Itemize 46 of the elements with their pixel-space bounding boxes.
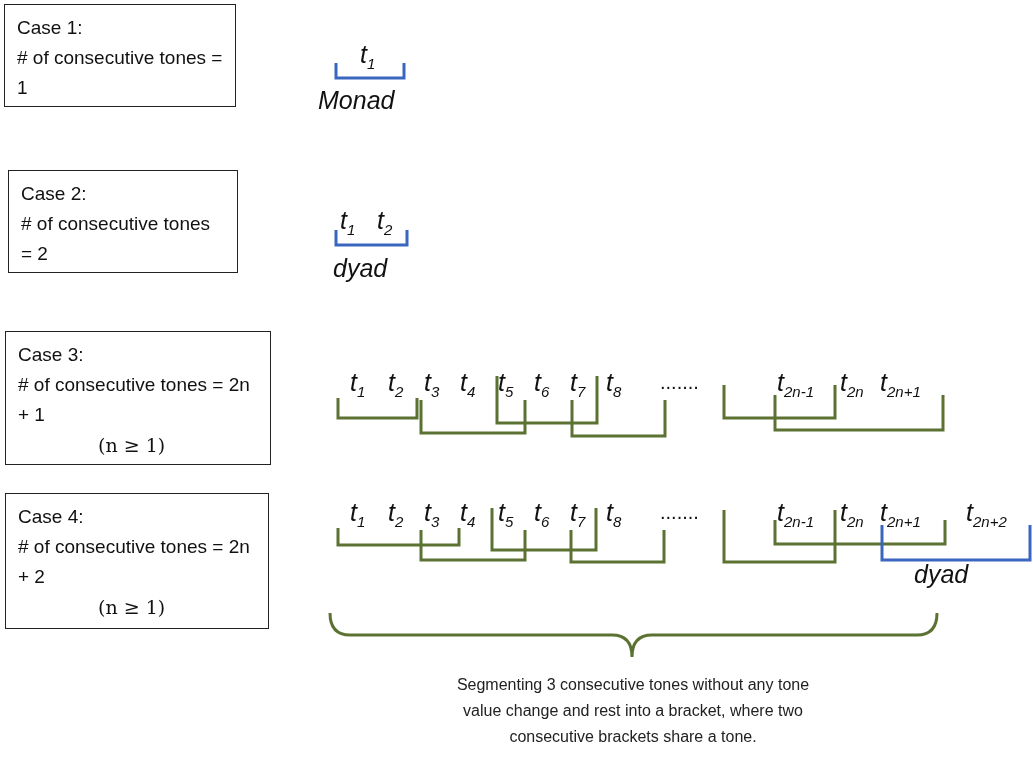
case-description: # of consecutive tones = 2	[21, 212, 212, 266]
case-heading: Case 3:	[18, 343, 85, 367]
case-condition: (n ≥ 1)	[97, 433, 167, 458]
case-box	[8, 170, 238, 273]
tone-label: t$_{8}$	[606, 368, 622, 402]
tone-label: t$_{2n}$	[840, 368, 864, 402]
case-description: # of consecutive tones = 2n + 2	[18, 535, 251, 589]
case-box	[4, 4, 236, 107]
case-condition: (n ≥ 1)	[97, 595, 167, 620]
case-heading: Case 1:	[17, 16, 84, 40]
tone-label: t$_{3}$	[424, 498, 440, 532]
tone-label: t$_{4}$	[460, 368, 476, 402]
tone-label: t$_{6}$	[534, 498, 550, 532]
tone-label: t$_{1}$	[360, 40, 376, 74]
tone-label: t$_{7}$	[570, 498, 586, 532]
tone-label: t$_{2n-1}$	[777, 368, 814, 402]
tone-label: t$_{2}$	[388, 498, 404, 532]
tone-label: t$_{3}$	[424, 368, 440, 402]
bracket-label: dyad	[914, 560, 969, 588]
tone-label: t$_{1}$	[340, 206, 356, 240]
case-heading: Case 2:	[21, 182, 88, 206]
tone-label: t$_{2n-1}$	[777, 498, 814, 532]
case-description: # of consecutive tones = 2n + 1	[18, 373, 251, 427]
case-box	[5, 493, 269, 629]
tone-label: t$_{5}$	[498, 368, 514, 402]
ellipsis: .......	[660, 500, 699, 525]
tone-label: t$_{5}$	[498, 498, 514, 532]
tone-label: t$_{7}$	[570, 368, 586, 402]
tone-label: t$_{2n}$	[840, 498, 864, 532]
tone-label: t$_{8}$	[606, 498, 622, 532]
caption: Segmenting 3 consecutive tones without any tone value change and rest into a bracket, where two consecutive brackets share a tone.	[455, 675, 811, 747]
tone-label: t$_{2n+1}$	[880, 368, 921, 402]
tone-label: t$_{2}$	[377, 206, 393, 240]
bracket-label: dyad	[333, 254, 388, 282]
tone-label: t$_{1}$	[350, 368, 366, 402]
tone-label: t$_{2n+2}$	[966, 498, 1007, 532]
case-description: # of consecutive tones = 1	[17, 46, 223, 100]
tone-label: t$_{2}$	[388, 368, 404, 402]
case-box	[5, 331, 271, 465]
tone-label: t$_{4}$	[460, 498, 476, 532]
tone-label: t$_{6}$	[534, 368, 550, 402]
ellipsis: .......	[660, 370, 699, 395]
bracket-label: Monad	[318, 86, 395, 114]
tone-label: t$_{2n+1}$	[880, 498, 921, 532]
tone-label: t$_{1}$	[350, 498, 366, 532]
case-heading: Case 4:	[18, 505, 85, 529]
